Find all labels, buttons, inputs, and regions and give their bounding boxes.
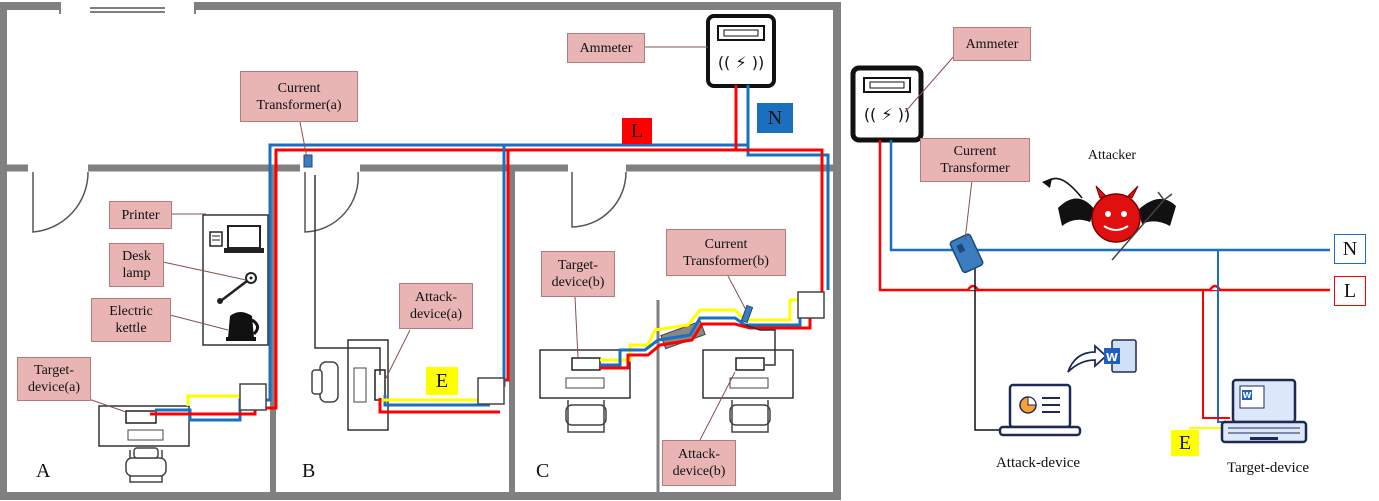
socket-b	[477, 377, 505, 405]
neutral-tag-schematic: N	[1334, 234, 1366, 264]
device-attack-b-icon	[735, 357, 765, 371]
attack-a-callout: Attack- device(a)	[399, 283, 473, 329]
svg-text:W: W	[1243, 391, 1252, 400]
attack-device-text: Attack-device	[995, 455, 1081, 471]
target-b-label: Target- device(b)	[551, 258, 605, 290]
room-a-text: A	[36, 460, 51, 482]
word-document-icon: W	[1104, 339, 1137, 373]
printer-icon	[209, 225, 264, 253]
device-b-icon	[571, 357, 601, 371]
ct-b-callout: Current Transformer(b)	[666, 229, 786, 276]
target-a-label: Target- device(a)	[27, 363, 81, 395]
room-label-a: A	[36, 460, 50, 483]
current-transformer-icon	[949, 233, 984, 274]
ct-a-callout: Current Transformer(a)	[240, 71, 358, 122]
svg-text:(( ⚡ )): (( ⚡ ))	[864, 105, 910, 124]
live-tag-schematic: L	[1334, 276, 1366, 306]
door-swing-b	[304, 171, 359, 233]
attack-a-label: Attack- device(a)	[409, 290, 463, 322]
ct-a-label: Current Transformer(a)	[256, 80, 342, 113]
target-device-text: Target-device	[1227, 460, 1309, 476]
ct-b-label: Current Transformer(b)	[683, 236, 769, 269]
ammeter-callout-floorplan: Ammeter	[567, 33, 645, 63]
svg-text:W: W	[1106, 351, 1118, 364]
schematic-e-label: E	[1178, 431, 1192, 454]
socket-c	[797, 291, 825, 319]
device-a-icon	[125, 410, 157, 424]
kettle-icon	[226, 312, 259, 341]
ammeter-icon-schematic: (( ⚡ ))	[850, 65, 924, 143]
printer-callout: Printer	[109, 201, 172, 229]
ammeter-label: Ammeter	[579, 40, 633, 56]
neutral-wire-tag-floorplan: N	[757, 103, 793, 133]
live-wire-tag-floorplan: L	[622, 118, 652, 144]
door-swing-a	[32, 171, 89, 233]
schematic: (( ⚡ ))	[850, 54, 1330, 444]
svg-text:(( ⚡ )): (( ⚡ ))	[718, 53, 764, 72]
socket-a	[239, 383, 267, 411]
target-device-laptop-icon: W	[1220, 378, 1308, 444]
room-b-text: B	[302, 460, 316, 482]
room-c-text: C	[536, 460, 550, 482]
desk-lamp-icon	[217, 272, 257, 304]
kettle-callout: Electric kettle	[91, 298, 171, 342]
attacker-label: Attacker	[1082, 148, 1142, 164]
attack-device-laptop-icon	[998, 383, 1082, 437]
room-label-b: B	[302, 460, 315, 483]
schematic-ct-label: Current Transformer	[940, 144, 1010, 176]
attack-b-label: Attack- device(b)	[672, 447, 726, 479]
ct-b-icon	[740, 304, 754, 324]
attack-device-label: Attack-device	[978, 455, 1098, 472]
live-wire-label: L	[630, 119, 644, 142]
earth-wire-tag-floorplan: E	[426, 367, 458, 395]
schematic-ammeter-label: Ammeter	[965, 36, 1019, 52]
ct-a-icon	[303, 154, 313, 168]
target-b-callout: Target- device(b)	[541, 251, 615, 297]
floor-plan: (( ⚡ ))	[0, 0, 841, 500]
chair-c-right	[729, 404, 771, 426]
kettle-label: Electric kettle	[109, 304, 153, 336]
share-arrow-icon	[1067, 343, 1108, 373]
desk-lamp-label: Desk lamp	[122, 249, 151, 281]
room-label-c: C	[536, 460, 549, 483]
door-swing-c	[571, 171, 627, 228]
target-a-callout: Target- device(a)	[17, 357, 91, 401]
ct-callout-schematic: Current Transformer	[920, 138, 1030, 182]
ammeter-icon-floorplan: (( ⚡ ))	[706, 14, 776, 88]
schematic-n-label: N	[1342, 237, 1358, 260]
neutral-wire-label: N	[767, 106, 783, 129]
earth-wire-label: E	[435, 369, 449, 392]
outer-wall	[0, 2, 841, 500]
desk-lamp-callout: Desk lamp	[109, 243, 164, 287]
chair-c-left	[565, 404, 607, 426]
desk-c-right	[702, 349, 794, 399]
printer-label: Printer	[121, 207, 160, 223]
attacker-text: Attacker	[1087, 148, 1137, 163]
attack-b-callout: Attack- device(b)	[662, 440, 736, 486]
earth-tag-schematic: E	[1171, 430, 1199, 456]
ammeter-callout-schematic: Ammeter	[953, 27, 1031, 61]
schematic-l-label: L	[1343, 279, 1357, 302]
desk-c-left	[539, 349, 631, 399]
attacker-devil-icon	[1042, 177, 1176, 261]
target-device-label: Target-device	[1208, 460, 1328, 477]
